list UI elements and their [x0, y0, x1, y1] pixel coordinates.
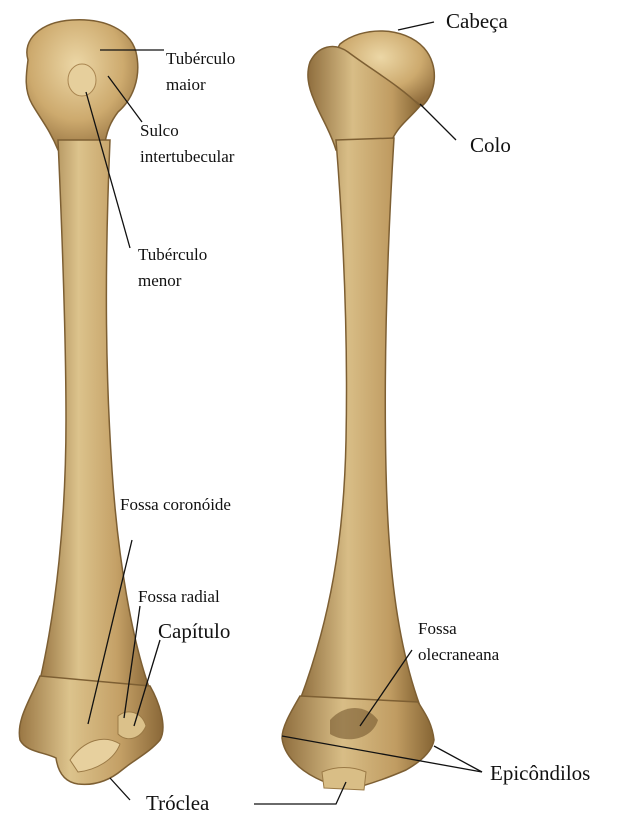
- leader-sulco: [107, 75, 143, 123]
- label-fossa-olecraneana-line2: olecraneana: [418, 644, 500, 664]
- leader-colo: [419, 103, 457, 141]
- label-fossa-olecraneana-line1: Fossa: [418, 619, 457, 638]
- label-tuberculo-menor: Tubérculo menor: [138, 246, 207, 290]
- label-colo: Colo: [470, 133, 511, 157]
- leader-tuberculo-menor: [85, 91, 131, 249]
- right-humerus: [281, 30, 436, 791]
- leader-epicondilo-2: [433, 745, 483, 773]
- label-epicondilos: Epicôndilos: [490, 761, 591, 785]
- label-fossa-olecraneana: Fossa olecraneana: [418, 620, 499, 664]
- leader-troclea-2: [254, 781, 347, 805]
- label-fossa-coronoide: Fossa coronóide: [120, 495, 231, 514]
- leader-epicondilo-1: [281, 735, 483, 773]
- label-capitulo: Capítulo: [158, 619, 231, 643]
- label-tuberculo-maior: Tubérculo maior: [166, 50, 235, 94]
- left-humerus: [18, 19, 164, 786]
- label-sulco-line1: Sulco: [140, 121, 179, 140]
- label-sulco-line2: intertubecular: [140, 146, 235, 166]
- left-distal-end: [18, 675, 164, 786]
- right-proximal-end: [307, 45, 422, 151]
- right-shaft: [298, 137, 422, 707]
- label-troclea: Tróclea: [146, 791, 210, 815]
- left-shaft: [39, 139, 152, 691]
- leader-troclea-1: [109, 777, 131, 801]
- label-tuberculo-maior-line1: Tubérculo: [166, 49, 236, 68]
- leader-cabeca: [397, 21, 435, 31]
- label-tuberculo-menor-line1: Tubérculo: [138, 245, 208, 264]
- label-tuberculo-menor-line2: menor: [138, 270, 182, 290]
- label-sulco-intertubecular: Sulco intertubecular: [140, 122, 234, 166]
- leader-lines: [85, 21, 483, 805]
- label-cabeca: Cabeça: [446, 9, 508, 33]
- label-tuberculo-maior-line2: maior: [166, 74, 206, 94]
- leader-capitulo: [133, 639, 161, 727]
- leader-fossa-radial: [123, 605, 141, 719]
- leader-fossa-olecraneana: [359, 649, 413, 727]
- label-fossa-radial: Fossa radial: [138, 587, 220, 606]
- leader-fossa-coronoide: [87, 539, 133, 725]
